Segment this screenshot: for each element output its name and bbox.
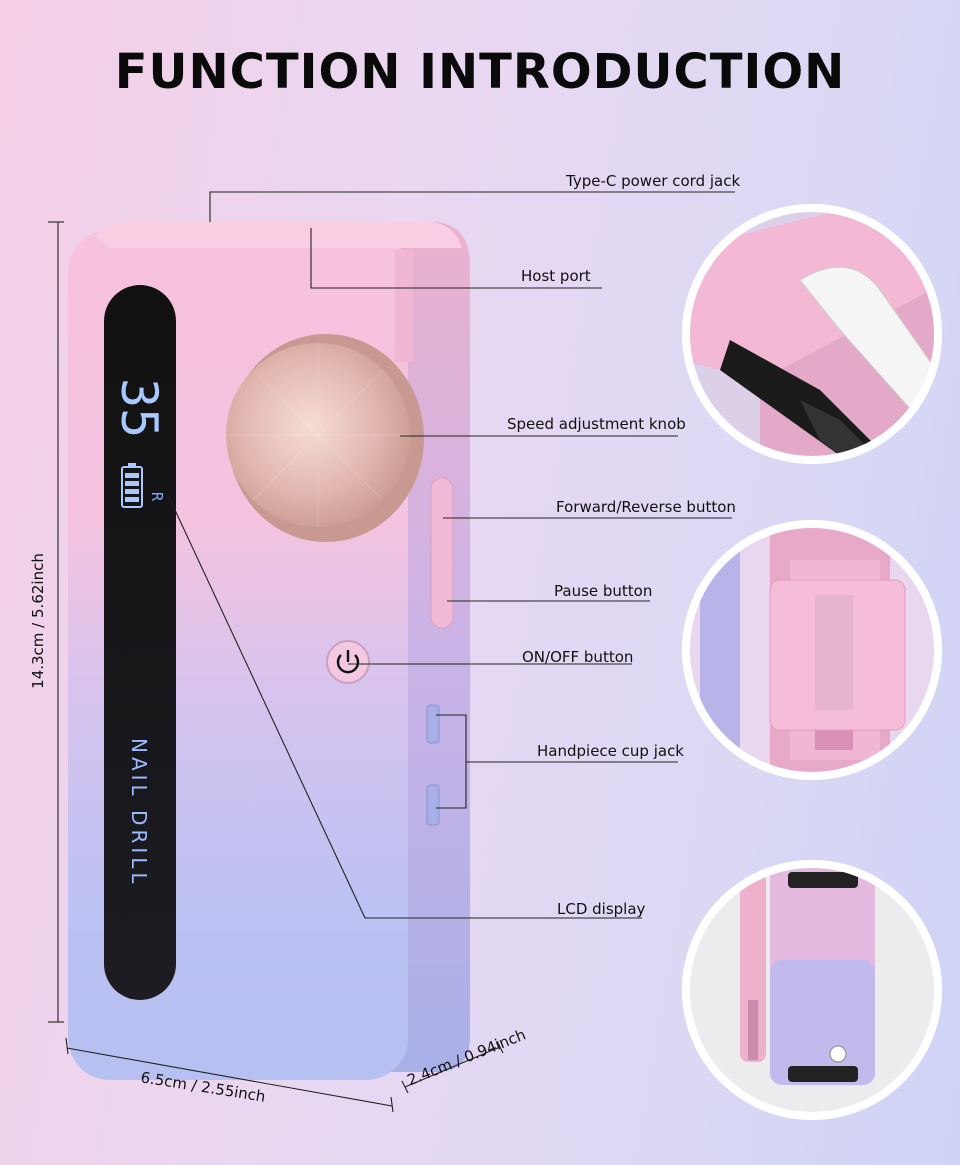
knob-texture xyxy=(226,343,410,527)
label-forward-reverse: Forward/Reverse button xyxy=(556,498,736,516)
back-closeup xyxy=(686,864,938,1116)
battery-icon xyxy=(121,463,143,508)
callout-lines xyxy=(167,191,735,919)
dimension-height: 14.3cm / 5.62inch xyxy=(29,553,47,689)
cup-jack-lower xyxy=(426,784,440,826)
device-top xyxy=(95,222,462,248)
lcd-panel xyxy=(104,285,176,1000)
power-icon xyxy=(336,650,360,674)
label-lcd-display: LCD display xyxy=(557,900,646,918)
lcd-direction: R xyxy=(148,492,166,502)
cup-jack-upper xyxy=(426,704,440,744)
label-type-c-jack: Type-C power cord jack xyxy=(566,172,741,190)
label-speed-knob: Speed adjustment knob xyxy=(507,415,686,433)
ports-closeup xyxy=(686,208,938,460)
label-handpiece-cup-jack: Handpiece cup jack xyxy=(537,742,684,760)
label-pause-button: Pause button xyxy=(554,582,653,600)
speed-knob[interactable] xyxy=(226,343,410,527)
cup-closeup xyxy=(686,524,938,776)
device-brand-label: NAIL DRILL xyxy=(127,738,151,888)
label-host-port: Host port xyxy=(521,267,591,285)
knob-housing xyxy=(395,250,413,362)
page-title: FUNCTION INTRODUCTION xyxy=(114,44,846,100)
side-button-strip[interactable] xyxy=(430,477,454,629)
dimension-lines xyxy=(48,221,504,1113)
lcd-speed-digits: 35 xyxy=(110,378,168,438)
label-on-off-button: ON/OFF button xyxy=(522,648,634,666)
